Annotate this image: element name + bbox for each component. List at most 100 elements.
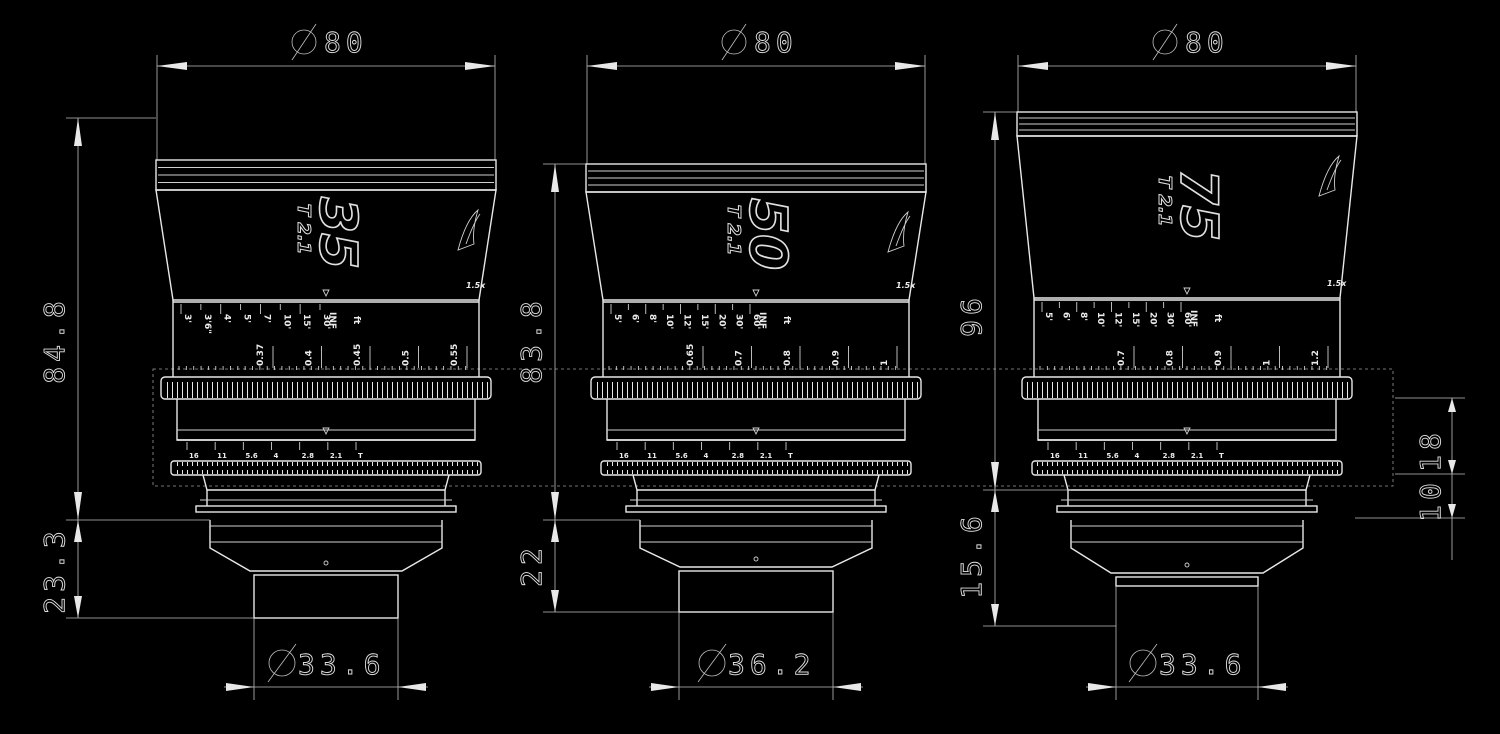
focus-m-mark: 0.4	[305, 350, 315, 366]
iris-t-mark: 2.1	[760, 452, 773, 460]
rear-housing	[1070, 520, 1304, 574]
iris-t-mark: 4	[704, 452, 709, 460]
focus-unit: ft	[351, 316, 361, 325]
focus-m-mark: 1	[1263, 360, 1273, 366]
mount-tube	[253, 574, 399, 619]
focus-ft-mark: 20'	[716, 314, 726, 329]
front-rings	[1016, 111, 1358, 137]
height-dimensions: 83.8 22	[515, 163, 679, 613]
mount-flange	[195, 505, 457, 513]
focus-inf-mark: INF	[327, 312, 337, 329]
mount-diameter-dimension: 33.6	[1086, 586, 1288, 700]
mount-flange	[625, 505, 887, 513]
t-stop-label: T 2.1	[723, 205, 744, 255]
focus-ft-mark: 30'	[1165, 312, 1175, 327]
iris-t-mark: 2.8	[302, 452, 315, 460]
focal-length-label: 35	[307, 197, 367, 269]
top-diameter-dimension: 80	[156, 23, 496, 160]
focus-index-marker	[322, 289, 330, 298]
height-dimensions: 84.823.3	[38, 117, 254, 619]
mount-height-label: 23.3	[38, 526, 71, 613]
focus-ft-mark: 60'	[1182, 312, 1192, 327]
rear-housing	[209, 520, 443, 572]
front-rings	[585, 163, 927, 193]
focus-gear-ring	[160, 376, 492, 400]
focus-m-mark: 0.45	[353, 344, 363, 366]
focus-ft-mark: 60'	[751, 314, 761, 329]
mount-diameter-dimension: 36.2	[649, 612, 863, 700]
focus-ft-mark: 20'	[1147, 312, 1157, 327]
focus-ft-mark: 30'	[321, 314, 331, 329]
overall-height-label: 83.8	[515, 296, 548, 383]
iris-t-mark: 4	[274, 452, 279, 460]
mount-flange	[1056, 505, 1318, 513]
focus-ft-mark: 15'	[1130, 312, 1140, 327]
iris-t-mark: 16	[1050, 452, 1060, 460]
focus-ft-mark: 8'	[647, 314, 657, 323]
focus-ft-mark: 3'6"	[202, 314, 212, 334]
iris-t-mark: 4	[1135, 452, 1140, 460]
brand-logo	[1318, 154, 1342, 197]
focus-ft-mark: 12'	[682, 314, 692, 329]
iris-t-mark: 11	[217, 452, 227, 460]
t-stop-label: T 2.1	[293, 204, 314, 254]
iris-t-mark: 11	[1078, 452, 1088, 460]
iris-gear-ring	[1031, 460, 1343, 476]
focus-m-mark: 0.37	[256, 344, 266, 366]
focus-ft-mark: 10'	[1095, 312, 1105, 327]
focus-ft-mark: 5'	[612, 314, 622, 323]
focus-inf-mark: INF	[757, 312, 767, 329]
rear-housing	[639, 520, 873, 568]
focus-m-mark: 0.7	[735, 350, 745, 366]
focus-m-mark: 0.9	[832, 350, 842, 366]
brand-badge: 1.5x	[1327, 279, 1347, 288]
focus-ft-mark: 12'	[1113, 312, 1123, 327]
focus-ft-mark: 5'	[1043, 312, 1053, 321]
t-stop-label: T 2.1	[1154, 176, 1175, 226]
focus-ft-mark: 4'	[222, 314, 232, 323]
top-diameter-dimension: 80	[586, 23, 926, 164]
mount-diameter-label: 33.6	[298, 648, 385, 681]
gear-band-dimensions: 18 10	[1355, 397, 1465, 560]
iris-t-mark: 5.6	[1106, 452, 1119, 460]
iris-t-mark: 16	[189, 452, 199, 460]
focus-ft-mark: 6'	[1060, 312, 1070, 321]
gear-band-offset-label: 10	[1414, 478, 1447, 522]
top-diameter-label: 80	[754, 26, 798, 59]
mount-height-label: 22	[515, 543, 548, 587]
focus-m-mark: 0.9	[1214, 350, 1224, 366]
focus-index-marker	[1183, 287, 1191, 296]
focus-ft-mark: 15'	[699, 314, 709, 329]
focus-m-mark: 1	[880, 360, 890, 366]
focus-m-mark: 0.5	[402, 350, 412, 366]
focus-m-mark: 0.8	[783, 350, 793, 366]
gear-band-outline	[152, 368, 1394, 487]
iris-t-mark: 2.1	[1191, 452, 1204, 460]
iris-t-mark: 16	[619, 452, 629, 460]
focus-m-mark: 0.7	[1117, 350, 1127, 366]
top-diameter-dimension: 80	[1017, 23, 1357, 112]
brand-badge: 1.5x	[896, 281, 916, 290]
brand-logo	[457, 208, 481, 251]
front-rings	[155, 159, 497, 191]
iris-index-marker	[1183, 427, 1191, 436]
gear-band-height-label: 18	[1414, 428, 1447, 472]
iris-t-mark: T	[1219, 452, 1224, 460]
mount-height-label: 15.6	[955, 511, 988, 598]
focus-m-mark: 1.2	[1311, 350, 1321, 366]
iris-t-mark: T	[358, 452, 363, 460]
iris-gear-ring	[600, 460, 912, 476]
mount-tube	[678, 570, 834, 613]
focus-ft-mark: 3'	[182, 314, 192, 323]
focus-ft-mark: 15'	[301, 314, 311, 329]
focal-length-label: 50	[737, 198, 797, 270]
focus-gear-ring	[1021, 376, 1353, 400]
